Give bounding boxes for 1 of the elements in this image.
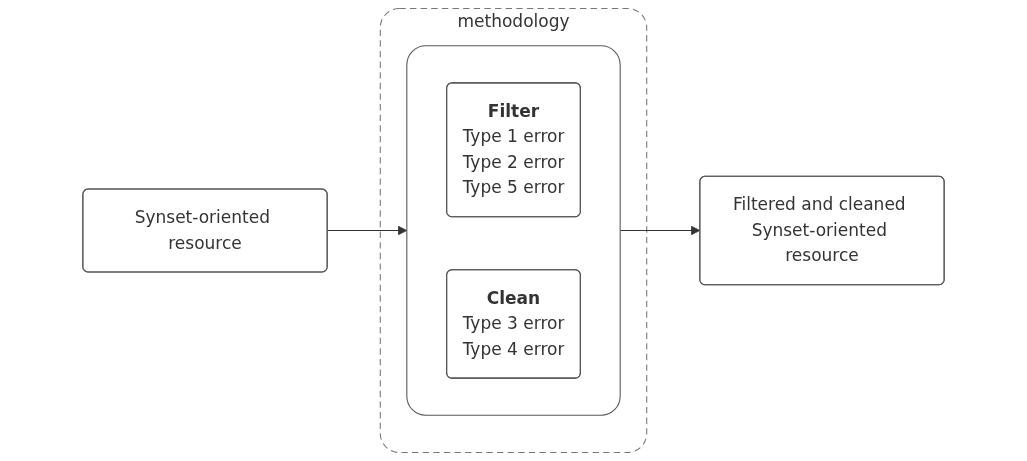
cluster bbox=[406, 45, 621, 416]
